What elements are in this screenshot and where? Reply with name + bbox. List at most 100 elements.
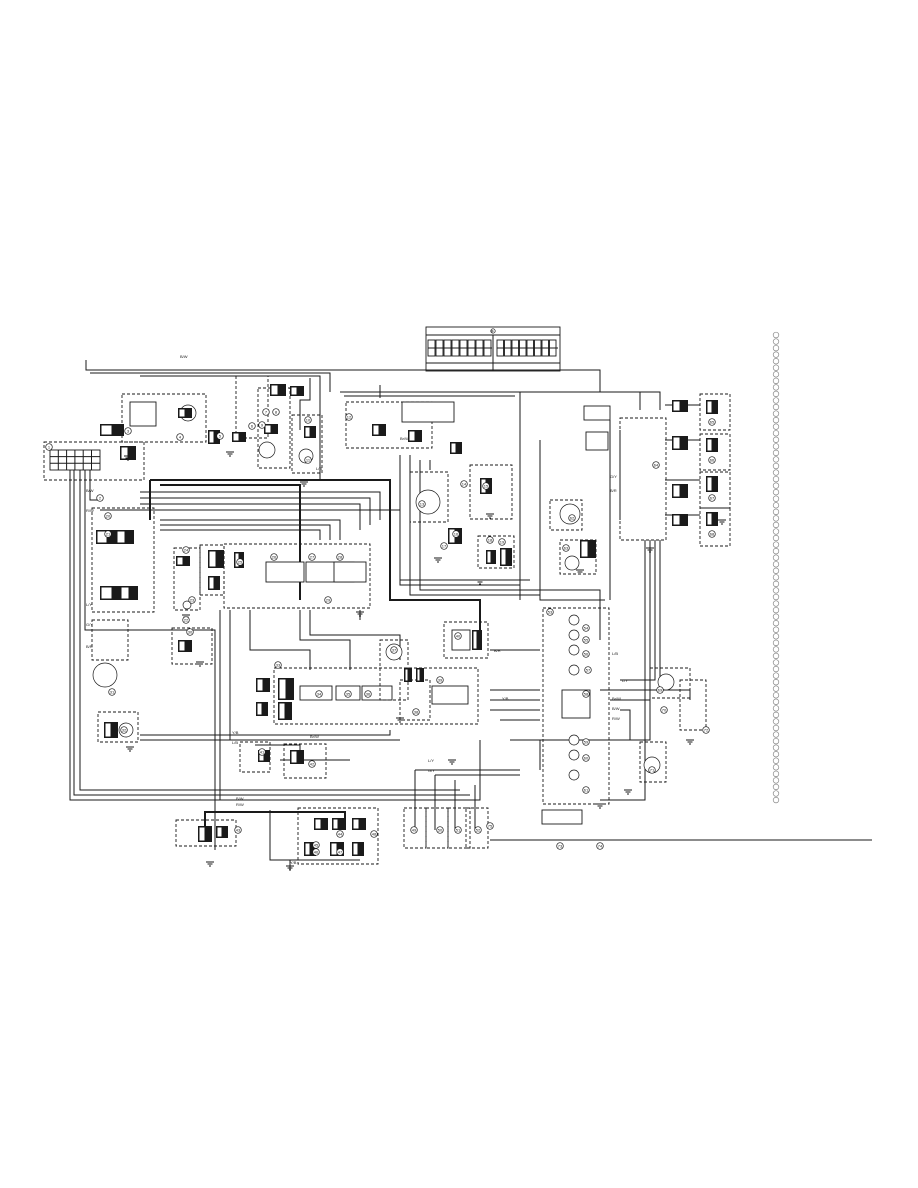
connector-pin (673, 515, 680, 525)
connector-pin (177, 557, 183, 565)
connector-pin (291, 387, 297, 395)
legend-index-circle (772, 692, 780, 699)
component-marker-number: 40 (456, 633, 461, 638)
legend-index-circle (772, 613, 780, 620)
component-marker-number: 18 (488, 537, 493, 542)
component-marker-number: 19 (500, 539, 505, 544)
component-marker (708, 418, 716, 426)
component-marker-number: 22 (184, 617, 189, 622)
component-marker (568, 514, 576, 522)
legend-index-circle (772, 390, 780, 398)
component-marker-number: 36 (366, 691, 371, 696)
component-marker (556, 842, 564, 850)
connector-pin (265, 425, 271, 433)
connector-pin (373, 425, 379, 435)
component-marker (345, 413, 353, 421)
wire-color-label: R/W (612, 716, 620, 721)
connector-block (290, 386, 304, 396)
legend-index-circle (772, 417, 780, 424)
wire-color-label: L/Y (428, 758, 434, 763)
component-marker-number: 32 (122, 727, 127, 732)
left-handlebar-switch-box (91, 507, 155, 613)
legend-index-circle (772, 489, 780, 496)
component-marker-number: 34 (317, 691, 322, 696)
component-marker-number: 9 (261, 422, 264, 427)
component-marker-number: 33 (276, 662, 281, 667)
component-marker-number: 61 (584, 787, 589, 792)
legend-index-circle (772, 554, 780, 561)
legend-index-circle (772, 430, 780, 437)
wire-color-label: Br/W (310, 734, 319, 739)
component-marker (45, 443, 53, 451)
wire-color-label: L/Y (86, 602, 92, 607)
ecu-element (568, 614, 580, 626)
wire-color-label: B/R (610, 488, 617, 493)
connector-block (404, 668, 412, 682)
legend-index-circle (772, 548, 780, 555)
legend-index-circle (772, 724, 780, 732)
legend-index-circle (772, 587, 780, 594)
component-marker (656, 686, 664, 694)
connector-pin (117, 531, 125, 543)
legend-index-circle (772, 652, 780, 660)
component-marker-number: 38 (414, 709, 419, 714)
legend-index-circle (772, 672, 780, 679)
component-marker (336, 848, 344, 856)
legend-index-circle (772, 685, 780, 692)
legend-symbol: ⊗ (491, 329, 494, 334)
component-marker-number: 55 (584, 637, 589, 642)
component-marker-number: 28 (338, 554, 343, 559)
legend-index-circle (772, 764, 780, 771)
wire-color-label: B/W (612, 706, 620, 711)
component-marker (582, 786, 590, 794)
component-marker-number: 11 (306, 457, 311, 462)
component-marker (312, 848, 320, 856)
component-marker (498, 538, 506, 546)
component-marker-number: 73 (558, 843, 563, 848)
ignition-box (121, 393, 207, 443)
component-marker (582, 624, 590, 632)
component-marker (460, 480, 468, 488)
legend-index-circle (772, 731, 780, 738)
wire-color-label: R/W (86, 508, 94, 513)
legend-index-circle (772, 456, 780, 463)
component-marker (186, 628, 194, 636)
ecu-element (568, 644, 580, 656)
component-marker-number: 65 (710, 419, 715, 424)
wire-color-label: G/Y (428, 768, 435, 773)
connector-block (264, 424, 278, 434)
ecu-box (542, 607, 610, 805)
component-marker (660, 706, 668, 714)
legend-index-circle (772, 620, 780, 627)
component-marker (176, 433, 184, 441)
component-marker (652, 461, 660, 469)
component-marker-number: 27 (310, 554, 315, 559)
component-marker (708, 456, 716, 464)
connector-pin (487, 551, 491, 563)
legend-index-circle (772, 665, 780, 673)
component-marker-number: 1 (48, 444, 51, 449)
legend-index-circle (772, 751, 780, 758)
component-marker-number: 74 (598, 843, 603, 848)
connector-pin (305, 843, 310, 855)
legend-index-circle (772, 449, 780, 457)
component-marker-number: 48 (372, 831, 377, 836)
component-marker-number: 58 (584, 691, 589, 696)
connector-pin (673, 485, 680, 497)
connector-block (176, 556, 190, 566)
legend-index-circle (772, 574, 780, 581)
component-marker (436, 676, 444, 684)
legend-index-circle (772, 796, 780, 804)
component-marker-number: 46 (314, 849, 319, 854)
component-marker-number: 17 (442, 543, 447, 548)
component-marker (236, 558, 244, 566)
component-marker-number: 69 (658, 687, 663, 692)
component-marker-number: 72 (704, 727, 709, 732)
component-marker-number: 49 (412, 827, 417, 832)
component-marker (562, 544, 570, 552)
connector-pin (257, 703, 262, 715)
component-marker-number: 56 (584, 651, 589, 656)
connector-pin (259, 751, 264, 761)
wire-color-label: G/Y (86, 622, 93, 627)
component-marker (486, 536, 494, 544)
